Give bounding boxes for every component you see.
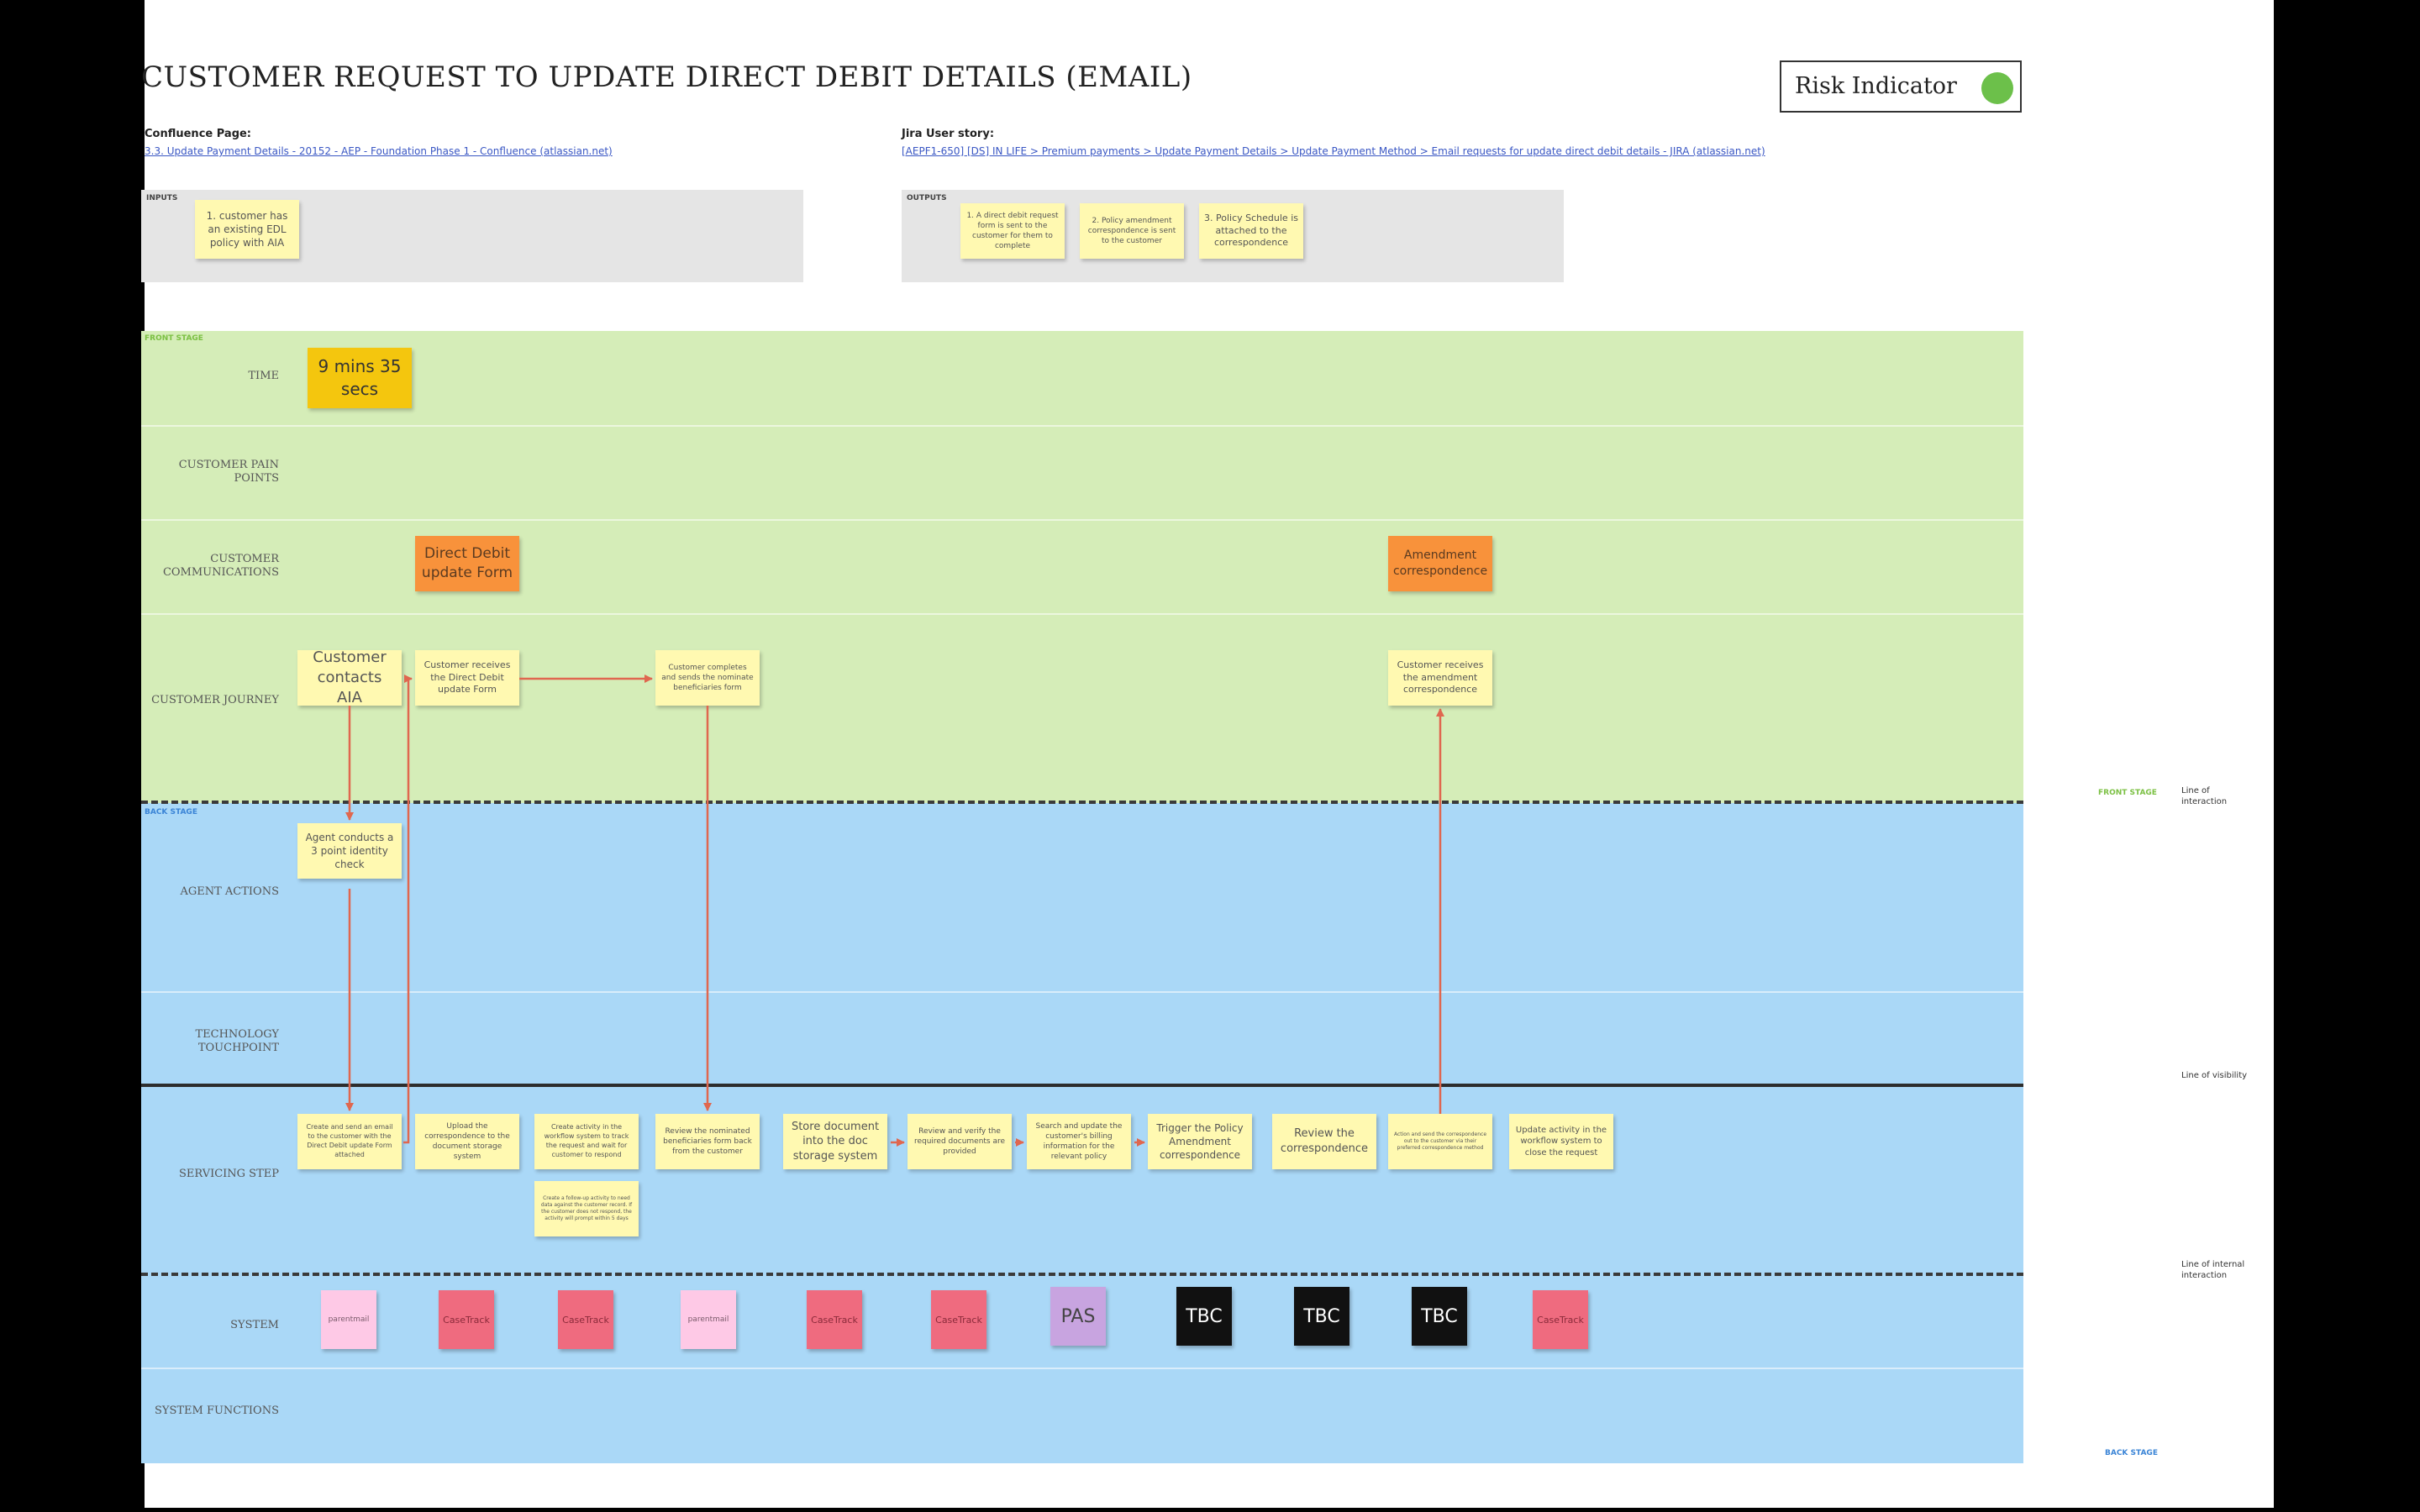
journey-note[interactable]: Customer completes and sends the nominat…: [655, 650, 760, 706]
system-casetrack[interactable]: CaseTrack: [807, 1290, 862, 1349]
line-of-internal-interaction-note: Line of internal interaction: [2181, 1260, 2245, 1280]
servicing-sub-note[interactable]: Create a follow-up activity to need data…: [534, 1181, 639, 1236]
jira-label: Jira User story:: [902, 128, 995, 140]
input-note[interactable]: 1. customer has an existing EDL policy w…: [195, 200, 299, 259]
agent-action-note[interactable]: Agent conducts a 3 point identity check: [297, 823, 402, 879]
system-casetrack[interactable]: CaseTrack: [439, 1290, 494, 1349]
servicing-step-note[interactable]: Review and verify the required documents…: [908, 1114, 1012, 1169]
servicing-step-note[interactable]: Upload the correspondence to the documen…: [415, 1114, 519, 1169]
jira-link[interactable]: [AEPF1-650] [DS] IN LIFE > Premium payme…: [902, 145, 1765, 157]
row-label-time: TIME: [248, 370, 279, 382]
row-label-servicing-step: SERVICING STEP: [178, 1168, 279, 1180]
row-label-journey: CUSTOMER JOURNEY: [151, 694, 279, 706]
front-stage-label-end: FRONT STAGE: [2098, 789, 2157, 797]
confluence-label: Confluence Page:: [145, 128, 252, 140]
line-of-interaction-note: Line of interaction: [2181, 786, 2228, 806]
row-divider: [141, 613, 2023, 615]
communication-note[interactable]: Direct Debit update Form: [415, 536, 519, 591]
output-note[interactable]: 3. Policy Schedule is attached to the co…: [1199, 203, 1303, 259]
servicing-step-note[interactable]: Review the nominated beneficiaries form …: [655, 1114, 760, 1169]
row-label-system: SYSTEM: [230, 1319, 279, 1331]
servicing-step-note[interactable]: Store document into the doc storage syst…: [783, 1114, 887, 1169]
line-of-internal-interaction: [141, 1273, 2023, 1276]
row-divider: [141, 1368, 2023, 1369]
journey-note[interactable]: Customer contacts AIA: [297, 650, 402, 706]
outputs-label: OUTPUTS: [907, 194, 947, 202]
back-stage-label-end: BACK STAGE: [2105, 1449, 2158, 1457]
servicing-step-note[interactable]: Trigger the Policy Amendment corresponde…: [1148, 1114, 1252, 1169]
line-of-visibility-note: Line of visibility: [2181, 1071, 2248, 1080]
system-casetrack[interactable]: CaseTrack: [931, 1290, 986, 1349]
page-title: CUSTOMER REQUEST TO UPDATE DIRECT DEBIT …: [141, 60, 1192, 94]
front-stage-label: FRONT STAGE: [145, 334, 203, 343]
arrow-email-to-customer: [403, 675, 413, 1144]
system-parentmail[interactable]: parentmail: [321, 1290, 376, 1349]
confluence-link[interactable]: 3.3. Update Payment Details - 20152 - AE…: [145, 145, 613, 157]
time-note[interactable]: 9 mins 35 secs: [308, 348, 412, 408]
risk-indicator-label: Risk Indicator: [1795, 73, 1957, 99]
system-casetrack[interactable]: CaseTrack: [1533, 1290, 1588, 1349]
line-of-interaction: [141, 801, 2023, 804]
system-pas[interactable]: PAS: [1050, 1287, 1106, 1346]
journey-note[interactable]: Customer receives the Direct Debit updat…: [415, 650, 519, 706]
system-tbc[interactable]: TBC: [1294, 1287, 1349, 1346]
row-label-system-functions: SYSTEM FUNCTIONS: [154, 1404, 279, 1417]
servicing-step-note[interactable]: Review the correspondence: [1272, 1114, 1376, 1169]
inputs-label: INPUTS: [146, 194, 178, 202]
system-parentmail[interactable]: parentmail: [681, 1290, 736, 1349]
inputs-panel: INPUTS 1. customer has an existing EDL p…: [141, 190, 803, 282]
system-tbc[interactable]: TBC: [1176, 1287, 1232, 1346]
system-tbc[interactable]: TBC: [1412, 1287, 1467, 1346]
servicing-step-note[interactable]: Create activity in the workflow system t…: [534, 1114, 639, 1169]
back-stage-label: BACK STAGE: [145, 808, 197, 816]
row-divider: [141, 991, 2023, 993]
line-of-visibility: [141, 1084, 2023, 1087]
servicing-step-note[interactable]: Create and send an email to the customer…: [297, 1114, 402, 1169]
risk-status-dot: [1981, 72, 2013, 104]
row-label-technology: TECHNOLOGY TOUCHPOINT: [195, 1028, 279, 1055]
row-label-communications: CUSTOMER COMMUNICATIONS: [162, 553, 279, 580]
outputs-panel: OUTPUTS 1. A direct debit request form i…: [902, 190, 1564, 282]
risk-indicator: Risk Indicator: [1780, 60, 2022, 113]
communication-note[interactable]: Amendment correspondence: [1388, 536, 1492, 591]
servicing-step-note[interactable]: Search and update the customer's billing…: [1027, 1114, 1131, 1169]
servicing-step-note[interactable]: Update activity in the workflow system t…: [1509, 1114, 1613, 1169]
output-note[interactable]: 2. Policy amendment correspondence is se…: [1080, 203, 1184, 259]
row-divider: [141, 519, 2023, 521]
servicing-step-note[interactable]: Action and send the correspondence out t…: [1388, 1114, 1492, 1169]
system-casetrack[interactable]: CaseTrack: [558, 1290, 613, 1349]
journey-note[interactable]: Customer receives the amendment correspo…: [1388, 650, 1492, 706]
row-label-pain-points: CUSTOMER PAIN POINTS: [178, 459, 279, 486]
output-note[interactable]: 1. A direct debit request form is sent t…: [960, 203, 1065, 259]
row-divider: [141, 425, 2023, 427]
row-label-agent-actions: AGENT ACTIONS: [180, 885, 279, 898]
